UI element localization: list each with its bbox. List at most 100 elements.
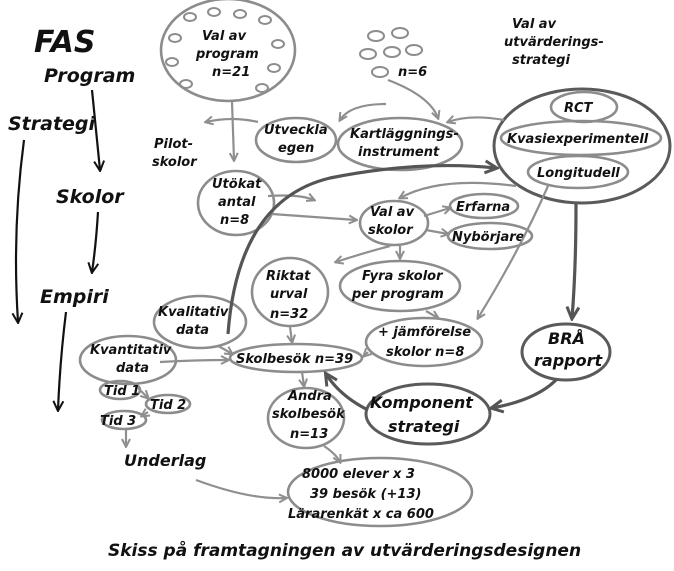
pilot-node: Pilot- skolor bbox=[152, 137, 198, 170]
strategy-longitudell-oval bbox=[526, 154, 630, 190]
jamforelse-node: + jämförelse skolor n=8 bbox=[364, 316, 484, 368]
komponent-line2: strategi bbox=[388, 417, 460, 436]
valavskolor-node: Val av skolor bbox=[358, 199, 430, 247]
arrow-utokat-right bbox=[267, 196, 314, 201]
program-dot bbox=[271, 39, 285, 49]
program-dot bbox=[179, 79, 193, 89]
skolbesok-label: Skolbesök n=39 bbox=[236, 352, 353, 367]
arrow-kvantitativ-skolbesok bbox=[159, 360, 228, 362]
bra-line2: rapport bbox=[534, 351, 603, 370]
program-dot bbox=[258, 15, 272, 25]
strategy-heading-line3: strategi bbox=[512, 53, 570, 68]
komponent-node: Komponent strategi bbox=[364, 382, 492, 446]
program-dot bbox=[207, 7, 221, 17]
strategy-rct: RCT bbox=[564, 101, 594, 116]
underlag-label: Underlag bbox=[124, 451, 206, 470]
riktat-node: Riktat urval n=32 bbox=[250, 256, 330, 328]
utveckla-line1: Utveckla bbox=[264, 123, 328, 138]
andra-node: Andra skolbesök n=13 bbox=[266, 386, 346, 450]
arrow-skolor-empiri bbox=[92, 211, 100, 272]
time-points: Tid 1 Tid 2 Tid 3 bbox=[98, 379, 192, 431]
arrow-tid1-tid2 bbox=[137, 387, 148, 398]
nyborjare-label: Nybörjare bbox=[452, 230, 525, 245]
underlag-node: Underlag bbox=[124, 451, 206, 470]
andra-line1: Andra bbox=[287, 389, 332, 404]
arrow-kvalitativ-skolbesok bbox=[217, 345, 232, 354]
kvantitativ-node: Kvantitativ data bbox=[78, 334, 178, 386]
utveckla-oval bbox=[254, 116, 338, 164]
kvantitativ-oval bbox=[78, 334, 178, 386]
program-dot bbox=[383, 46, 401, 58]
strategy-group-oval bbox=[492, 87, 672, 205]
program-dot bbox=[367, 30, 385, 42]
arrow-fyraskolor-jamforelse bbox=[425, 310, 438, 318]
utveckla-node: Utveckla egen bbox=[254, 116, 338, 164]
flow-strategi: Strategi bbox=[8, 113, 96, 135]
arrow-tid2-tid3 bbox=[142, 412, 148, 416]
valavskolor-line1: Val av bbox=[370, 205, 415, 220]
arrow-programs-utokat bbox=[232, 101, 234, 160]
riktat-line3: n=32 bbox=[270, 307, 308, 322]
strategy-heading: Val av utvärderings- strategi bbox=[504, 17, 604, 68]
program-dot bbox=[359, 48, 377, 60]
riktat-line1: Riktat bbox=[266, 269, 311, 284]
bra-node: BRÅ rapport bbox=[520, 322, 612, 382]
strategy-longitudell: Longitudell bbox=[537, 166, 620, 181]
kvalitativ-oval bbox=[152, 294, 248, 350]
fas-title: FAS bbox=[34, 25, 95, 60]
kvantitativ-line2: data bbox=[116, 361, 149, 376]
andra-line3: n=13 bbox=[290, 427, 328, 442]
pilot-line2: skolor bbox=[152, 155, 198, 170]
kartlaggning-line2: instrument bbox=[358, 145, 440, 160]
jamforelse-oval bbox=[364, 316, 484, 368]
jamforelse-line1: + jämförelse bbox=[378, 325, 471, 340]
jamforelse-line2: skolor n=8 bbox=[386, 345, 464, 360]
komponent-line1: Komponent bbox=[370, 393, 474, 412]
strategy-kvasi: Kvasiexperimentell bbox=[507, 132, 649, 147]
flow-program: Program bbox=[44, 65, 135, 87]
fyraskolor-line1: Fyra skolor bbox=[362, 269, 444, 284]
valavskolor-oval bbox=[358, 199, 430, 247]
erfarna-node: Erfarna bbox=[448, 192, 520, 220]
utokat-oval bbox=[196, 169, 276, 237]
arrow-underlag-summary bbox=[195, 478, 286, 498]
connector-arrows bbox=[126, 78, 550, 498]
valavskolor-line2: skolor bbox=[368, 223, 414, 238]
programs-line2: program bbox=[195, 47, 259, 62]
program-dot bbox=[255, 83, 269, 93]
main-arrows bbox=[226, 166, 576, 410]
n6-label: n=6 bbox=[398, 65, 427, 80]
six-programs-cluster: n=6 bbox=[359, 27, 427, 80]
utokat-line1: Utökat bbox=[212, 177, 262, 192]
fyraskolor-line2: per program bbox=[351, 287, 444, 302]
komponent-oval bbox=[364, 382, 492, 446]
summary-node: 8000 elever x 3 39 besök (+13) Lärarenkä… bbox=[286, 456, 474, 528]
utveckla-line2: egen bbox=[278, 141, 314, 156]
arrow-n6-utveckla bbox=[340, 102, 387, 120]
tid2-label: Tid 2 bbox=[150, 398, 186, 413]
kartlaggning-oval bbox=[336, 116, 464, 172]
kvalitativ-line1: Kvalitativ bbox=[158, 305, 229, 320]
arrow-andra-summary bbox=[323, 445, 340, 462]
left-flow: FAS Program Strategi Skolor Empiri bbox=[8, 25, 135, 410]
fyraskolor-oval bbox=[338, 259, 462, 313]
flow-skolor: Skolor bbox=[56, 186, 125, 208]
skolbesok-node: Skolbesök n=39 bbox=[228, 342, 364, 374]
kartlaggning-node: Kartläggnings- instrument bbox=[336, 116, 464, 172]
pilot-line1: Pilot- bbox=[154, 137, 193, 152]
riktat-line2: urval bbox=[270, 287, 308, 302]
program-dot bbox=[371, 66, 389, 78]
arrow-strategy-kartlaggning bbox=[448, 117, 505, 122]
flow-empiri: Empiri bbox=[40, 286, 109, 308]
arrow-n6-kartlaggning bbox=[387, 78, 438, 118]
kartlaggning-line1: Kartläggnings- bbox=[350, 127, 459, 142]
strategy-group: RCT Kvasiexperimentell Longitudell bbox=[492, 87, 672, 205]
program-dot bbox=[391, 27, 409, 39]
strategy-heading-line2: utvärderings- bbox=[504, 35, 604, 50]
bra-oval bbox=[520, 322, 612, 382]
arrow-valavskolor-nyborjare bbox=[425, 230, 448, 234]
arrow-riktat-skolbesok bbox=[290, 326, 292, 342]
bra-line1: BRÅ bbox=[548, 329, 585, 348]
